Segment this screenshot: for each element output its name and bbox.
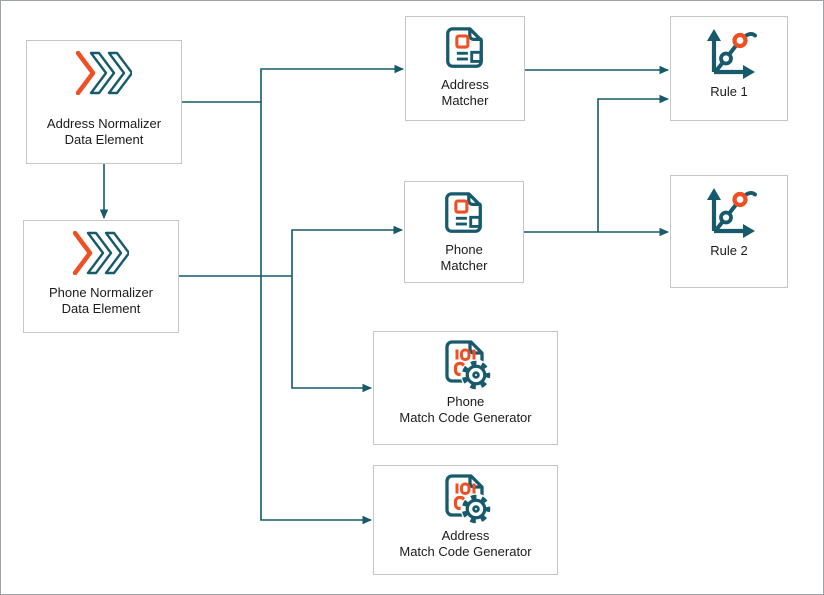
node-rule-1[interactable]: Rule 1 — [670, 16, 788, 121]
data-element-icon — [76, 51, 132, 95]
node-label-line: Phone — [445, 242, 483, 257]
edge-address-normalizer-to-address-match-code-generator — [260, 102, 372, 525]
edge-phone-matcher-to-rule-1 — [597, 94, 669, 232]
node-label-line: Matcher — [441, 93, 489, 108]
edge-address-normalizer-to-address-matcher — [182, 64, 404, 103]
node-rule-2[interactable]: Rule 2 — [670, 175, 788, 288]
node-phone-match-code-generator[interactable]: Phone Match Code Generator — [373, 331, 558, 445]
node-label-line: Matcher — [440, 258, 488, 273]
node-label-line: Address Normalizer — [46, 116, 162, 131]
node-label-line: Match Code Generator — [399, 544, 532, 559]
rule-icon — [707, 188, 757, 238]
node-address-match-code-generator[interactable]: Address Match Code Generator — [373, 465, 558, 575]
node-label-line: Phone Normalizer — [48, 285, 154, 300]
edge-phone-normalizer-to-phone-match-code-generator — [291, 276, 372, 393]
edge-phone-normalizer-to-phone-matcher — [179, 225, 403, 277]
match-code-generator-icon — [444, 474, 491, 524]
node-label-line: Phone — [446, 394, 485, 409]
match-code-generator-icon — [444, 340, 491, 390]
matcher-icon — [446, 27, 483, 68]
node-label-line: Data Element — [64, 132, 144, 147]
node-label: Rule 1 — [710, 84, 748, 99]
rule-icon — [707, 29, 757, 79]
node-label-line: Match Code Generator — [399, 410, 532, 425]
node-label: Rule 2 — [710, 243, 748, 258]
node-label-line: Address — [441, 528, 490, 543]
node-address-normalizer[interactable]: Address Normalizer Data Element — [26, 40, 182, 164]
node-address-matcher[interactable]: Address Matcher — [405, 16, 525, 121]
node-phone-normalizer[interactable]: Phone Normalizer Data Element — [23, 220, 179, 333]
node-label-line: Address — [441, 77, 489, 92]
node-label-line: Data Element — [61, 301, 141, 316]
node-phone-matcher[interactable]: Phone Matcher — [404, 181, 524, 283]
matcher-icon — [445, 192, 482, 233]
data-element-icon — [73, 231, 129, 275]
